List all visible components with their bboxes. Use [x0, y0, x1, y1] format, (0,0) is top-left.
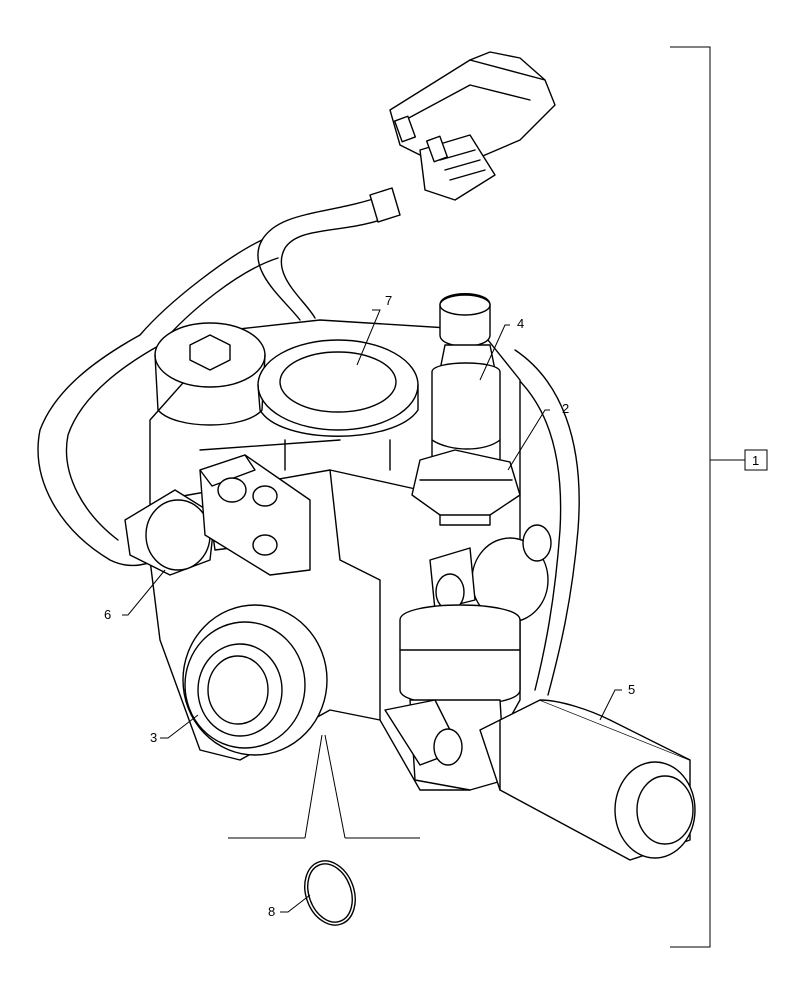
lower-valve-section — [384, 604, 521, 791]
side-cap — [429, 524, 552, 623]
flange-port-3 — [182, 604, 328, 756]
callout-4: 4 — [517, 316, 524, 331]
cartridge-4 — [431, 293, 501, 472]
callout-7: 7 — [385, 293, 392, 308]
explode-lines — [228, 734, 420, 839]
assembly-bracket — [670, 46, 745, 948]
mounting-bracket — [199, 454, 311, 576]
callout-2: 2 — [562, 401, 569, 416]
hex-plug — [154, 322, 266, 426]
callout-1-box — [744, 449, 768, 471]
callout-6: 6 — [104, 607, 111, 622]
solenoid-coil-5 — [479, 699, 696, 861]
callout-1: 1 — [752, 453, 759, 468]
wire-harness — [37, 194, 580, 696]
callout-3: 3 — [150, 730, 157, 745]
o-ring-8 — [304, 860, 356, 926]
callout-5: 5 — [628, 682, 635, 697]
electrical-connector — [369, 51, 556, 223]
leader-lines — [122, 309, 622, 913]
callout-8: 8 — [268, 904, 275, 919]
hex-nut-2 — [411, 449, 521, 526]
port-seat-7 — [257, 339, 419, 471]
